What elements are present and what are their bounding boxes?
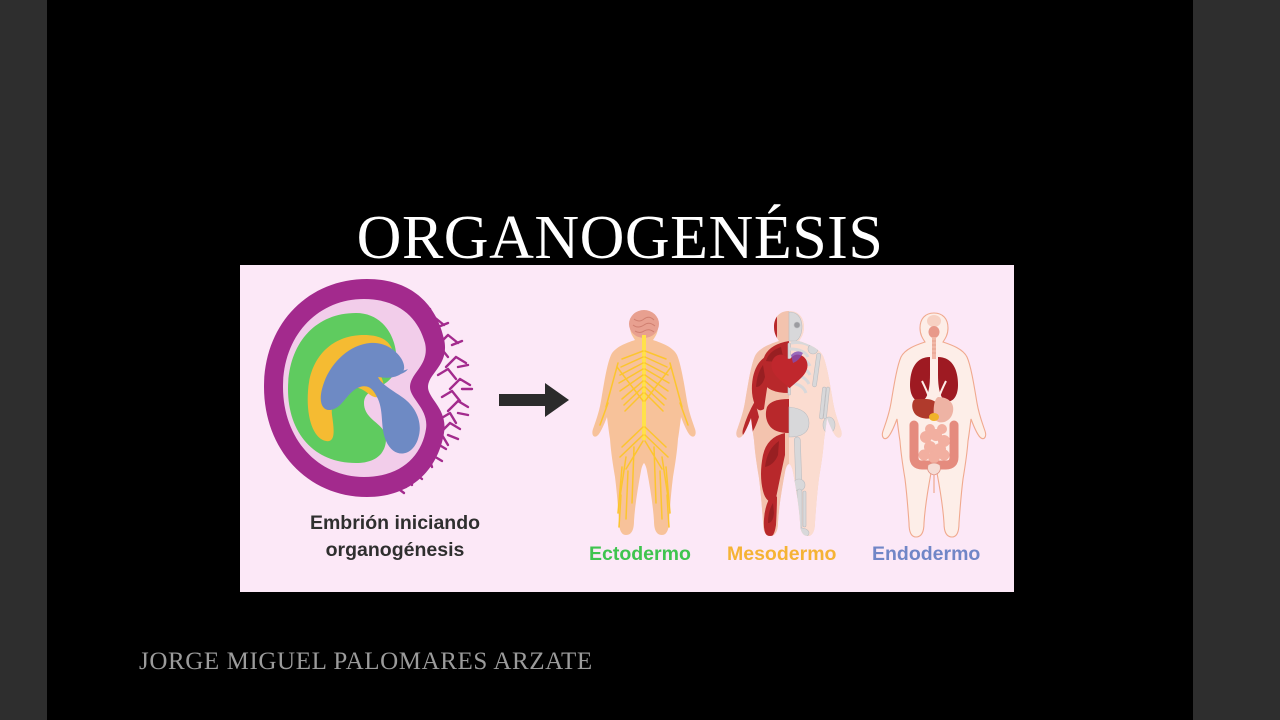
embryo-caption-line-1: Embrión iniciando — [309, 512, 481, 534]
label-mesodermo: Mesodermo — [727, 543, 837, 565]
internal-organs-figure — [878, 307, 990, 542]
label-ectodermo: Ectodermo — [589, 543, 691, 565]
right-arrow-icon — [495, 375, 575, 425]
embryo-illustration — [252, 273, 482, 503]
embryo-caption-line-2: organogénesis — [325, 539, 465, 561]
page-title: ORGANOGENÉSIS — [356, 204, 884, 272]
organogenesis-diagram-panel: Embrión iniciando organogénesis Ectoderm… — [240, 265, 1014, 592]
author-footer: JORGE MIGUEL PALOMARES ARZATE — [139, 648, 593, 675]
embryo-caption: Embrión iniciando organogénesis — [270, 510, 520, 564]
nervous-system-figure — [588, 307, 700, 542]
label-endodermo: Endodermo — [872, 543, 981, 565]
muscular-skeletal-figure — [733, 307, 845, 542]
presentation-slide: ORGANOGENÉSIS — [47, 0, 1193, 720]
